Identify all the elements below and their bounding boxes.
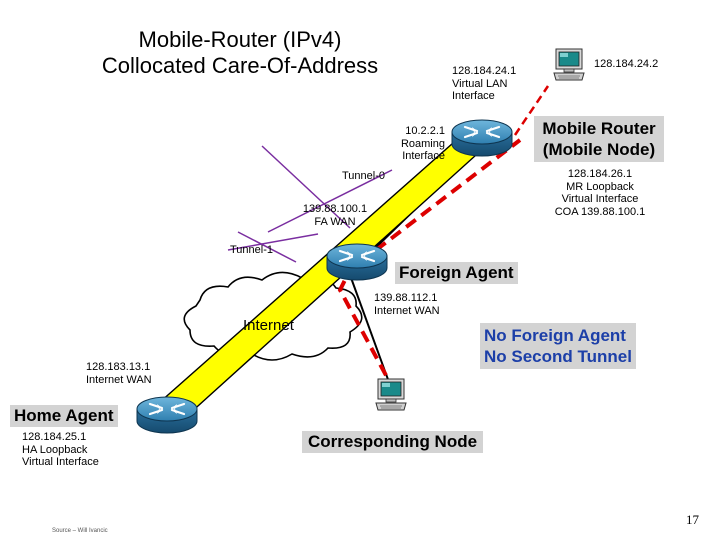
internet-label: Internet xyxy=(243,317,294,334)
fa-wan-label: 139.88.100.1 FA WAN xyxy=(302,203,368,228)
foreign-agent-router-icon xyxy=(325,242,389,282)
lan-host-ip-label: 128.184.24.2 xyxy=(594,58,659,70)
mobile-router-icon xyxy=(450,118,514,158)
mr-loopback-label: 128.184.26.1 MR Loopback Virtual Interfa… xyxy=(554,168,646,218)
lan-interface-label: 128.184.24.1 Virtual LAN Interface xyxy=(452,65,517,103)
lan-host-computer-icon xyxy=(553,48,585,81)
ha-loopback-label: 128.184.25.1 HA Loopback Virtual Interfa… xyxy=(22,431,99,469)
cross-marks xyxy=(227,145,393,263)
mobile-router-label: Mobile Router (Mobile Node) xyxy=(534,116,664,162)
page-title: Mobile-Router (IPv4) Collocated Care-Of-… xyxy=(101,27,379,78)
tunnel-0-label: Tunnel-0 xyxy=(342,170,386,182)
foreign-agent-label: Foreign Agent xyxy=(395,262,518,284)
home-agent-label: Home Agent xyxy=(10,405,118,427)
corresponding-node-label: Corresponding Node xyxy=(302,431,484,453)
corresponding-node-computer-icon xyxy=(375,378,407,411)
home-agent-router-icon xyxy=(135,395,199,435)
fa-internet-wan-label: 139.88.112.1 Internet WAN xyxy=(374,292,440,317)
no-foreign-agent-label: No Foreign Agent No Second Tunnel xyxy=(480,323,636,369)
roaming-interface-label: 10.2.2.1 Roaming Interface xyxy=(400,125,445,163)
tunnel-1-label: Tunnel-1 xyxy=(230,244,274,256)
data-path xyxy=(337,138,522,393)
page-number: 17 xyxy=(686,512,699,527)
ha-internet-wan-label: 128.183.13.1 Internet WAN xyxy=(86,361,152,386)
lan-path xyxy=(513,85,550,136)
source-credit: Source – Will Ivancic xyxy=(52,528,108,534)
